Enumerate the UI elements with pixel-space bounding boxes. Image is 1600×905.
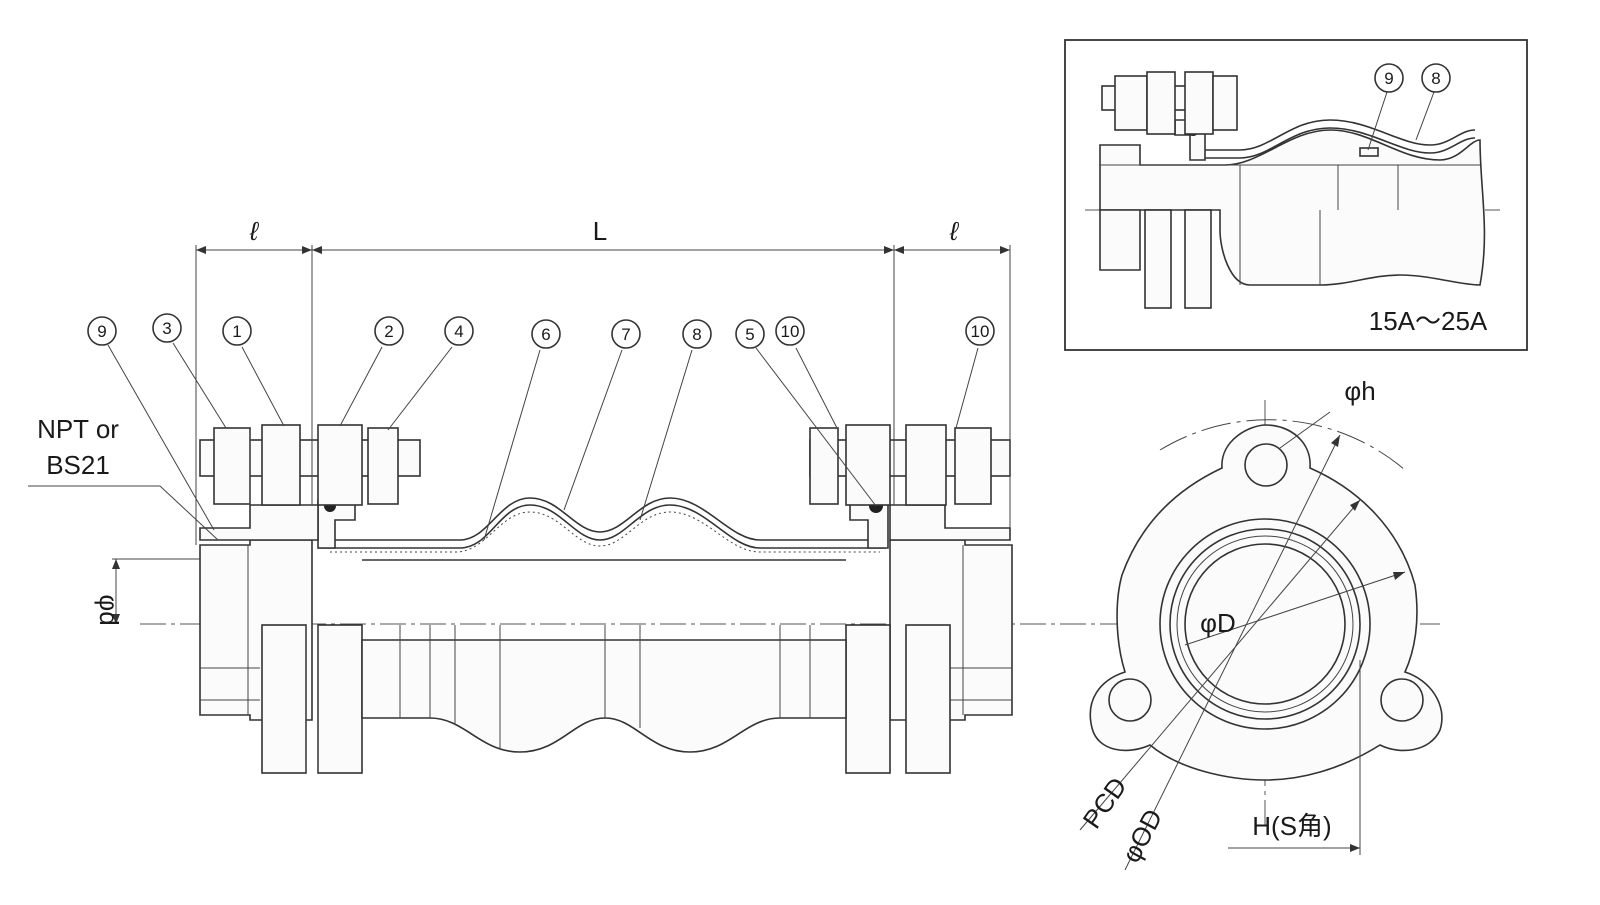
dim-l-right: ℓ [949, 216, 960, 246]
balloon-9: 9 [87, 316, 117, 346]
svg-text:2: 2 [384, 322, 393, 341]
svg-text:6: 6 [541, 325, 550, 344]
flange-end-view: φh φD PCD φOD H(S角) [1060, 376, 1443, 871]
thread-label-line-1: NPT or [37, 414, 119, 444]
svg-text:8: 8 [692, 325, 701, 344]
svg-text:9: 9 [1384, 69, 1393, 88]
svg-text:7: 7 [621, 325, 630, 344]
inset-balloon-8: 8 [1421, 63, 1451, 93]
size-range-label: 15A～25A [1369, 306, 1488, 336]
svg-text:1: 1 [232, 322, 241, 341]
svg-text:9: 9 [97, 322, 106, 341]
svg-text:3: 3 [162, 319, 171, 338]
balloon-8: 8 [682, 319, 712, 349]
balloon-4: 4 [444, 316, 474, 346]
balloon-2: 2 [374, 316, 404, 346]
balloon-5: 5 [735, 319, 765, 349]
balloon-10-left: 10 [775, 316, 805, 346]
dim-phi-h: φh [1344, 376, 1375, 406]
balloon-7: 7 [611, 319, 641, 349]
inset-balloon-9: 9 [1374, 63, 1404, 93]
dim-phi-D: φD [1200, 608, 1236, 638]
balloon-10-right: 10 [965, 316, 995, 346]
dim-hex-size: H(S角) [1252, 811, 1331, 841]
balloon-1: 1 [222, 316, 252, 346]
main-section-view: 9 3 1 2 4 6 7 8 [28, 216, 1060, 774]
svg-text:5: 5 [745, 325, 754, 344]
dim-phi-d: φd [94, 594, 124, 625]
svg-text:10: 10 [781, 322, 800, 341]
svg-text:4: 4 [454, 322, 463, 341]
dim-l-left: ℓ [249, 216, 260, 246]
balloon-3: 3 [152, 313, 182, 343]
svg-text:8: 8 [1431, 69, 1440, 88]
thread-label-line-2: BS21 [46, 450, 110, 480]
inset-detail-view: 9 8 15A～25A [1064, 39, 1528, 351]
dim-L: L [593, 216, 607, 246]
svg-text:10: 10 [971, 322, 990, 341]
balloon-6: 6 [531, 319, 561, 349]
dim-phi-OD: φOD [1116, 804, 1169, 867]
